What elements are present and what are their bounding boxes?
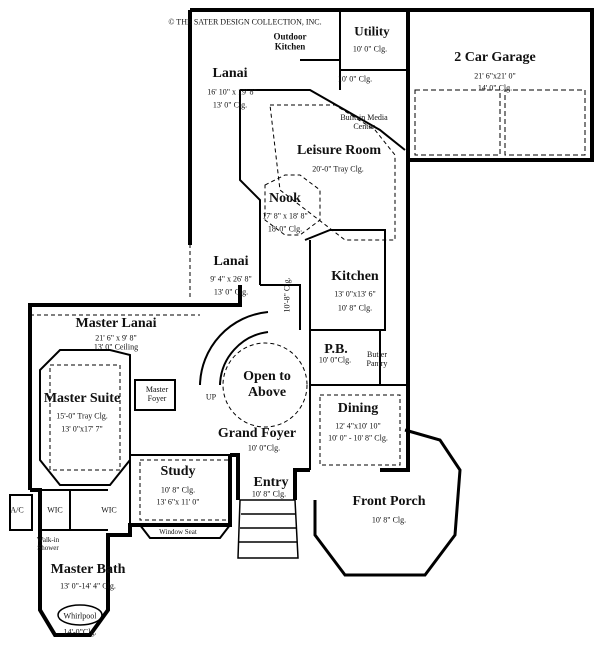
shower-label: Walk-in Shower [36, 535, 60, 552]
lanai-upper-label: Lanai [212, 65, 248, 81]
nook-ceiling: 18' 0" Clg. [267, 224, 303, 234]
window-seat-label: Window Seat [159, 527, 197, 536]
utility-ceiling: 10' 0" Clg. [352, 44, 388, 54]
garage-ceiling: 14' 0" Clg. [477, 83, 513, 93]
study-size: 13' 6"x 11' 0" [156, 497, 200, 507]
dining-label: Dining [337, 400, 379, 416]
lanai-lower-label: Lanai [213, 253, 249, 269]
front-porch-ceiling: 10' 8" Clg. [371, 515, 407, 525]
stair-up-label: UP [205, 392, 217, 402]
front-porch-label: Front Porch [352, 493, 426, 509]
master-lanai-size: 21' 6" x 9' 8" [95, 333, 137, 343]
master-bath-label: Master Bath [50, 561, 126, 577]
entry-ceiling: 10' 8" Clg. [251, 489, 287, 499]
butler-pantry-label: Butler Pantry [366, 349, 388, 368]
leisure-room-ceiling: 20'-0" Tray Clg. [312, 164, 364, 174]
media-center-label: Built-in Media Center [340, 112, 388, 131]
wic-left-label: WIC [47, 505, 63, 515]
garage-size: 21' 6"x21' 0" [474, 71, 516, 81]
master-suite-ceiling: 15'-0" Tray Clg. [56, 411, 108, 421]
kitchen-size: 13' 0"x13' 6" [334, 289, 376, 299]
dining-size: 12' 4"x10' 10" [335, 421, 381, 431]
lanai-lower-size: 9' 4" x 26' 8" [210, 274, 252, 284]
garage-doors [414, 89, 586, 156]
whirlpool-ceiling: 14'-0"Clg. [63, 627, 97, 637]
master-suite-size: 13' 0"x17' 7" [61, 424, 103, 434]
grand-foyer-label: Grand Foyer [217, 425, 297, 441]
open-to-above-label: Open to Above [243, 368, 291, 400]
grand-foyer-ceiling: 10' 0"Clg. [247, 443, 281, 453]
whirlpool-label: Whirlpool [63, 611, 97, 621]
whirlpool-tub [57, 604, 103, 626]
nook-label: Nook [269, 190, 301, 206]
powder-bath-label: P.B. [324, 341, 348, 357]
entry-steps [237, 499, 299, 559]
copyright-text: © THE SATER DESIGN COLLECTION, INC. [168, 17, 322, 27]
study-label: Study [160, 463, 196, 479]
wic-right-label: WIC [101, 505, 117, 515]
front-porch-outline [313, 428, 462, 577]
hall-ceiling: 10' 0" Clg. [337, 74, 373, 84]
lanai-upper-size: 16' 10" x 19' 8" [207, 87, 257, 97]
master-suite-label: Master Suite [43, 390, 121, 406]
lanai-upper-ceiling: 13' 0" Clg. [212, 100, 248, 110]
outdoor-kitchen-label: Outdoor Kitchen [273, 31, 307, 52]
master-lanai-label: Master Lanai [75, 315, 157, 331]
leisure-room-label: Leisure Room [296, 142, 382, 158]
ac-label: A/C [10, 505, 24, 515]
interior-walls [9, 10, 408, 539]
master-bath-ceiling: 13' 0"-14' 4" Clg. [60, 581, 116, 591]
entry-label: Entry [253, 474, 289, 490]
gallery-ceiling: 10'-8" Clg. [282, 277, 292, 313]
study-ceiling: 10' 8" Clg. [160, 485, 196, 495]
lanai-lower-ceiling: 13' 0" Clg. [213, 287, 249, 297]
utility-label: Utility [354, 23, 390, 39]
dining-ceiling: 10' 0" - 10' 8" Clg. [328, 433, 388, 443]
garage-label: 2 Car Garage [454, 49, 536, 65]
master-lanai-ceiling: 13' 0" Ceiling [93, 342, 139, 352]
powder-bath-ceiling: 10' 0"Clg. [318, 355, 352, 365]
tray-ceilings [30, 20, 401, 521]
nook-size: 17' 8" x 18' 8" [262, 211, 308, 221]
staircase [199, 311, 269, 386]
open-to-above [222, 342, 308, 428]
master-foyer-label: Master Foyer [145, 384, 169, 403]
kitchen-label: Kitchen [331, 268, 379, 284]
kitchen-ceiling: 10' 8" Clg. [337, 303, 373, 313]
